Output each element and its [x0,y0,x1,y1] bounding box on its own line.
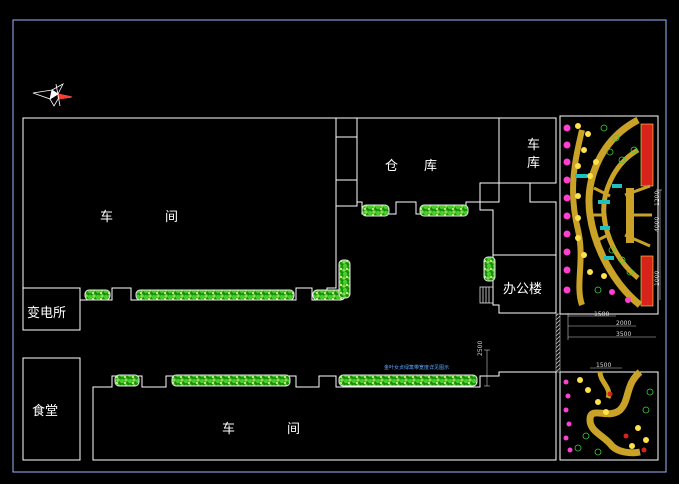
north-workshop-building [22,117,337,301]
garage-label-top: 车 [527,138,541,153]
south-workshop-label: 车 间 [222,422,301,437]
hedge-strip [338,259,351,299]
substation-label: 变电所 [27,306,67,321]
north-arrow-icon [32,83,73,107]
substation-building [22,287,81,331]
hatched-wall [555,313,561,373]
dimension-1200: 1200 [654,190,661,206]
office-building [479,182,557,256]
dimension-1500-bottom: 1500 [596,362,612,369]
entrance-steps [479,286,494,304]
hedge-strip [483,256,496,282]
office-building-wing [492,254,557,314]
corridor-cell [335,117,358,138]
garden-south-planting [563,369,654,457]
hedge-strip [338,374,478,387]
canteen-building [22,357,81,461]
garage-building [498,117,557,184]
hedge-strip [419,204,469,217]
warehouse-label: 仓 库 [385,159,438,174]
garden-plot-north [559,115,659,315]
hedge-strip [84,289,111,301]
north-workshop-label: 车 间 [100,210,179,225]
hedge-strip [135,289,295,301]
dimension-1000: 1000 [654,270,661,286]
south-workshop-building [92,371,557,461]
corridor-cell [335,136,358,181]
canteen-label: 食堂 [32,404,59,419]
hedge-strip [114,374,140,387]
hedge-note: 金叶女贞绿篱带宽度详见图示 [384,365,450,371]
hedge-strip [171,374,291,387]
hedge-strip [361,204,390,217]
garage-label-bottom: 库 [527,156,541,171]
office-label: 办公楼 [503,282,543,297]
dimension-3500: 3500 [616,331,632,338]
drawing-frame [12,19,667,473]
warehouse-building [356,117,500,215]
garden-north-planting [563,116,654,308]
garden-dimension-lines [567,189,662,340]
dimension-line-2500 [484,349,490,387]
dimension-1500-top: 1500 [594,311,610,318]
dimension-2500: 2500 [477,340,484,356]
dimension-4000: 4000 [654,216,661,232]
corridor-cell [335,179,358,207]
garden-plot-south [559,371,659,461]
dimension-2000: 2000 [616,320,632,327]
